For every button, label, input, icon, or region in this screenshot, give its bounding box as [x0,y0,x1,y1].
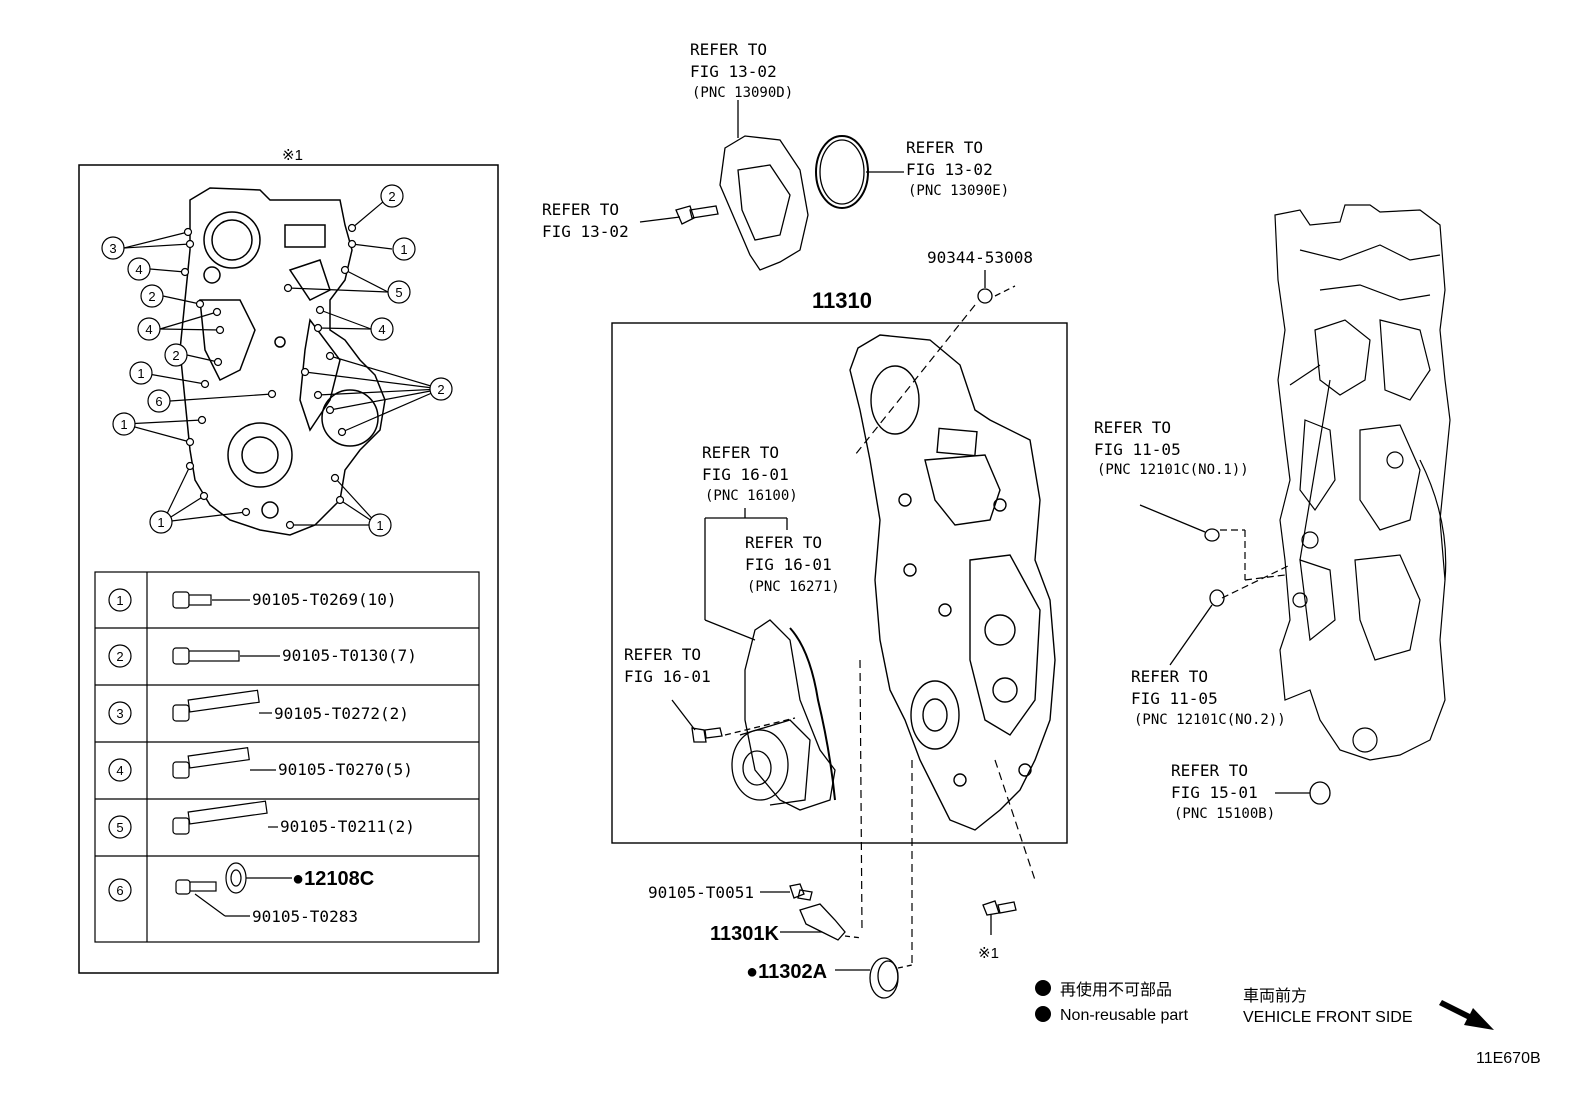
bolt-icon [172,591,268,895]
part-90105-T0211[interactable]: 90105-T0211(2) [280,817,415,836]
front-en: VEHICLE FRONT SIDE [1243,1009,1413,1026]
callout-2b: 2 [148,289,155,304]
callout-3a: 3 [109,241,116,256]
part-11302A[interactable]: ●11302A [746,961,827,983]
sensor-icon [799,903,846,941]
engine-block: REFER TO FIG 11-05 (PNC 12101C(NO.1)) RE… [1094,204,1451,822]
row-num-4: 4 [116,763,123,778]
front-arrow-icon [1439,1000,1494,1030]
ref-1601b-l2[interactable]: FIG 16-01 [745,555,832,574]
ref-1501-l2[interactable]: FIG 15-01 [1171,783,1258,802]
callout-2d: 2 [437,382,444,397]
ref-1302b-pnc: (PNC 13090E) [908,183,1009,199]
timing-cover-part-icon [719,135,809,271]
row-num-2: 2 [116,649,123,664]
callout-1a: 1 [400,242,407,257]
callout-2c: 2 [172,348,179,363]
row-num-6: 6 [116,883,123,898]
part-90105-T0283[interactable]: 90105-T0283 [252,907,358,926]
ref-1302a-pnc: (PNC 13090D) [692,85,793,101]
part-12108C[interactable]: ●12108C [292,868,374,890]
o-ring-icon [815,135,869,209]
ref-1302b-l1: REFER TO [906,138,983,157]
legend-en: Non-reusable part [1060,1007,1189,1024]
row-num-1: 1 [116,593,123,608]
ref-1302c-l2[interactable]: FIG 13-02 [542,222,629,241]
part-11310[interactable]: 11310 [812,288,872,313]
ref-1601c-l2[interactable]: FIG 16-01 [624,667,711,686]
top-parts-drawing [639,100,1016,304]
ref-1501-pnc: (PNC 15100B) [1174,806,1275,822]
top-refs: REFER TO FIG 13-02 (PNC 13090D) REFER TO… [542,40,1033,267]
inset-panel: ※1 [78,147,499,974]
bottom-parts: 90105-T0051 11301K ●11302A ※1 [648,883,1017,999]
ref-1601a-l2[interactable]: FIG 16-01 [702,465,789,484]
timing-cover-drawing [849,334,1056,831]
inset-cover-drawing [179,187,386,536]
inset-callouts [101,184,453,537]
part-90105-T0269[interactable]: 90105-T0269(10) [252,590,397,609]
row-num-5: 5 [116,820,123,835]
callout-1b: 1 [137,366,144,381]
bolt-table-numbers: 1 2 3 4 5 6 [116,593,123,898]
nut-icon [977,288,993,304]
callout-6a: 6 [155,394,162,409]
front-jp: 車両前方 [1243,987,1307,1005]
ref-1302b-l2[interactable]: FIG 13-02 [906,160,993,179]
bolt-table-parts: 90105-T0269(10) 90105-T0130(7) 90105-T02… [252,590,417,926]
callout-5a: 5 [395,285,402,300]
ref-1105a-pnc: (PNC 12101C(NO.1)) [1097,462,1249,478]
inset-callout-numbers: 3 2 1 4 5 2 4 4 2 1 2 6 1 1 1 [109,189,444,533]
ref-1105b-l1: REFER TO [1131,667,1208,686]
callout-1e: 1 [376,518,383,533]
row-num-3: 3 [116,706,123,721]
part-90105-T0272[interactable]: 90105-T0272(2) [274,704,409,723]
ref-1601a-pnc: (PNC 16100) [705,488,798,504]
ref-1105a-l2[interactable]: FIG 11-05 [1094,440,1181,459]
water-pump-drawing [671,508,836,811]
callout-4c: 4 [378,322,385,337]
part-90344-53008[interactable]: 90344-53008 [927,248,1033,267]
callout-2a: 2 [388,189,395,204]
legend-jp: 再使用不可部品 [1060,981,1172,999]
bolt-table [94,571,480,943]
ref-1302a-l1: REFER TO [690,40,767,59]
ref-1601b-pnc: (PNC 16271) [747,579,840,595]
callout-1d: 1 [157,515,164,530]
ref-1601a-l1: REFER TO [702,443,779,462]
ref-1302a-l2[interactable]: FIG 13-02 [690,62,777,81]
ref-1105a-l1: REFER TO [1094,418,1171,437]
callout-4b: 4 [145,322,152,337]
callout-4a: 4 [135,262,142,277]
inset-marker: ※1 [282,147,303,164]
ref-1501-l1: REFER TO [1171,761,1248,780]
part-90105-T0130[interactable]: 90105-T0130(7) [282,646,417,665]
callout-1c: 1 [120,417,127,432]
bottom-marker: ※1 [978,945,999,962]
part-90105-T0270[interactable]: 90105-T0270(5) [278,760,413,779]
legend: 再使用不可部品 Non-reusable part 車両前方 VEHICLE F… [1035,980,1541,1067]
ref-1105b-pnc: (PNC 12101C(NO.2)) [1134,712,1286,728]
non-reusable-dot-icon [1035,1006,1051,1022]
ref-1601c-l1: REFER TO [624,645,701,664]
engine-block-drawing [1274,204,1451,761]
ref-1601b-l1: REFER TO [745,533,822,552]
ref-1302c-l1: REFER TO [542,200,619,219]
non-reusable-dot-icon [1035,980,1051,996]
figure-id: 11E670B [1476,1050,1541,1067]
part-11301K[interactable]: 11301K [710,923,780,945]
main-assembly: 11310 REFER TO FIG 16-01 (PNC 16100) REF… [611,288,1068,965]
part-90105-T0051[interactable]: 90105-T0051 [648,883,754,902]
ref-1105b-l2[interactable]: FIG 11-05 [1131,689,1218,708]
